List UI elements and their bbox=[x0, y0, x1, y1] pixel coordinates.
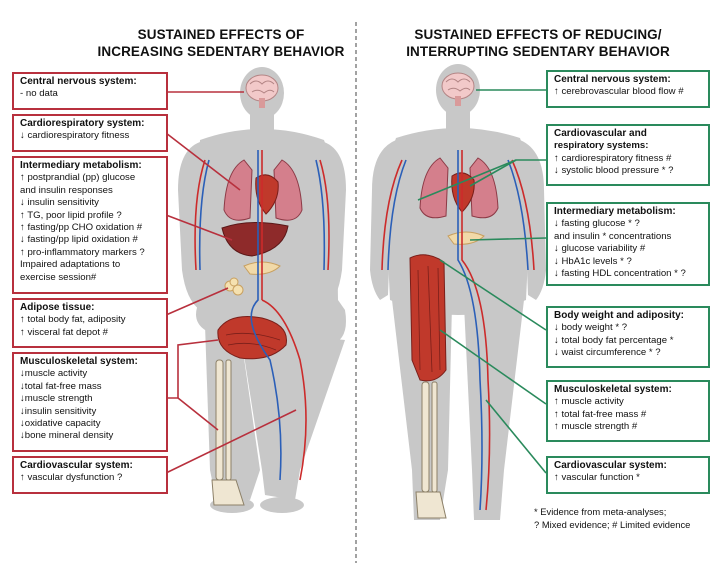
box-line: ↓ body weight * ? bbox=[554, 322, 628, 334]
legend-line: * Evidence from meta-analyses; bbox=[534, 506, 667, 517]
box-heading: Central nervous system: bbox=[20, 76, 137, 87]
left-title-line-1: SUSTAINED EFFECTS OF bbox=[137, 27, 305, 42]
right-box-body-weight-adiposity: Body weight and adiposity: ↓ body weight… bbox=[546, 306, 710, 368]
left-title-line-2: INCREASING SEDENTARY BEHAVIOR bbox=[97, 44, 345, 59]
box-heading: Intermediary metabolism: bbox=[20, 160, 142, 171]
legend-line: ? Mixed evidence; # Limited evidence bbox=[534, 518, 691, 530]
box-line: Impaired adaptations to bbox=[20, 259, 121, 271]
box-line: respiratory systems: bbox=[554, 140, 649, 152]
standing-body-silhouette bbox=[370, 64, 546, 520]
brain-icon bbox=[245, 74, 279, 108]
box-heading: Adipose tissue: bbox=[20, 302, 95, 313]
box-line: ↑ vascular function * bbox=[554, 472, 640, 484]
left-box-cardiovascular: Cardiovascular system: ↑ vascular dysfun… bbox=[12, 456, 168, 494]
box-line: ↑ pro-inflammatory markers ? bbox=[20, 246, 145, 258]
box-line: ↑ fasting/pp CHO oxidation # bbox=[20, 222, 143, 234]
box-line: ↓ systolic blood pressure * ? bbox=[554, 165, 674, 177]
right-title-line-1: SUSTAINED EFFECTS OF REDUCING/ bbox=[414, 27, 662, 42]
box-line: ↑ postprandial (pp) glucose bbox=[20, 172, 136, 184]
left-box-central-nervous: Central nervous system: - no data bbox=[12, 72, 168, 110]
box-line: ↓ HbA1c levels * ? bbox=[554, 255, 632, 267]
box-line: exercise session# bbox=[20, 271, 97, 283]
box-line: ↑ cardiorespiratory fitness # bbox=[554, 152, 672, 164]
box-line: ↓muscle activity bbox=[20, 368, 88, 380]
box-heading: Cardiovascular system: bbox=[554, 460, 667, 471]
right-title-line-2: INTERRUPTING SEDENTARY BEHAVIOR bbox=[406, 44, 670, 59]
box-heading: Musculoskeletal system: bbox=[554, 384, 672, 395]
box-line: ↑ vascular dysfunction ? bbox=[20, 472, 123, 484]
right-box-cardiovascular: Cardiovascular system: ↑ vascular functi… bbox=[546, 456, 710, 494]
box-line: - no data bbox=[20, 88, 58, 100]
box-line: ↓ cardiorespiratory fitness bbox=[20, 130, 130, 142]
liver-icon bbox=[221, 221, 289, 257]
right-box-musculoskeletal: Musculoskeletal system: ↑ muscle activit… bbox=[546, 380, 710, 442]
evidence-legend: * Evidence from meta-analyses; ? Mixed e… bbox=[534, 506, 716, 531]
box-heading: Central nervous system: bbox=[554, 74, 671, 85]
pancreas-icon-right bbox=[447, 231, 485, 245]
right-connectors bbox=[417, 89, 547, 474]
box-heading: Musculoskeletal system: bbox=[20, 356, 138, 367]
box-line: ↓ waist circumference * ? bbox=[554, 347, 661, 359]
blood-vessels-icon bbox=[194, 150, 330, 481]
box-line: ↓ glucose variability # bbox=[554, 243, 646, 255]
box-line: and insulin * concentrations bbox=[554, 230, 672, 242]
box-heading: Cardiorespiratory system: bbox=[20, 118, 145, 129]
box-line: and insulin responses bbox=[20, 184, 113, 196]
box-line: ↑ visceral fat depot # bbox=[20, 326, 108, 338]
box-line: ↓total fat-free mass bbox=[20, 380, 102, 392]
brain-icon-right bbox=[441, 72, 475, 106]
box-line: ↓ fasting glucose * ? bbox=[554, 218, 640, 230]
box-line: ↓ insulin sensitivity bbox=[20, 197, 99, 209]
box-heading: Body weight and adiposity: bbox=[554, 310, 685, 321]
box-line: ↑ muscle activity bbox=[554, 396, 624, 408]
adipose-icon bbox=[224, 277, 244, 296]
box-line: ↓ fasting/pp lipid oxidation # bbox=[20, 234, 138, 246]
box-heading: Cardiovascular system: bbox=[20, 460, 133, 471]
box-line: ↑ cerebrovascular blood flow # bbox=[554, 86, 684, 98]
left-box-intermediary-metabolism: Intermediary metabolism: ↑ postprandial … bbox=[12, 156, 168, 294]
left-box-musculoskeletal: Musculoskeletal system: ↓muscle activity… bbox=[12, 352, 168, 452]
right-box-central-nervous: Central nervous system: ↑ cerebrovascula… bbox=[546, 70, 710, 108]
box-line: ↑ muscle strength # bbox=[554, 421, 638, 433]
thigh-muscle-icon bbox=[217, 316, 287, 360]
left-title: SUSTAINED EFFECTS OF INCREASING SEDENTAR… bbox=[96, 26, 346, 60]
box-heading: Intermediary metabolism: bbox=[554, 206, 676, 217]
box-line: ↓bone mineral density bbox=[20, 430, 114, 442]
right-box-cardiovascular-respiratory: Cardiovascular and respiratory systems: … bbox=[546, 124, 710, 186]
box-line: ↓insulin sensitivity bbox=[20, 405, 97, 417]
leg-bone-icon-right bbox=[415, 381, 447, 519]
right-box-intermediary-metabolism: Intermediary metabolism: ↓ fasting gluco… bbox=[546, 202, 710, 286]
leg-bone-icon bbox=[211, 359, 245, 506]
box-line: ↓ total body fat percentage * bbox=[554, 334, 674, 346]
box-line: ↑ TG, poor lipid profile ? bbox=[20, 209, 122, 221]
left-box-adipose-tissue: Adipose tissue: ↑ total body fat, adipos… bbox=[12, 298, 168, 348]
box-line: ↓muscle strength bbox=[20, 393, 93, 405]
box-line: ↑ total body fat, adiposity bbox=[20, 314, 126, 326]
right-title: SUSTAINED EFFECTS OF REDUCING/ INTERRUPT… bbox=[378, 26, 698, 60]
box-line: ↓ fasting HDL concentration * ? bbox=[554, 268, 686, 280]
box-line: ↑ total fat-free mass # bbox=[554, 408, 647, 420]
box-line: ↓oxidative capacity bbox=[20, 418, 101, 430]
box-heading: Cardiovascular and bbox=[554, 128, 647, 139]
lungs-icon bbox=[223, 159, 303, 221]
thigh-muscle-icon-right bbox=[409, 254, 447, 382]
left-box-cardiorespiratory: Cardiorespiratory system: ↓ cardiorespir… bbox=[12, 114, 168, 152]
left-connectors bbox=[165, 91, 297, 474]
